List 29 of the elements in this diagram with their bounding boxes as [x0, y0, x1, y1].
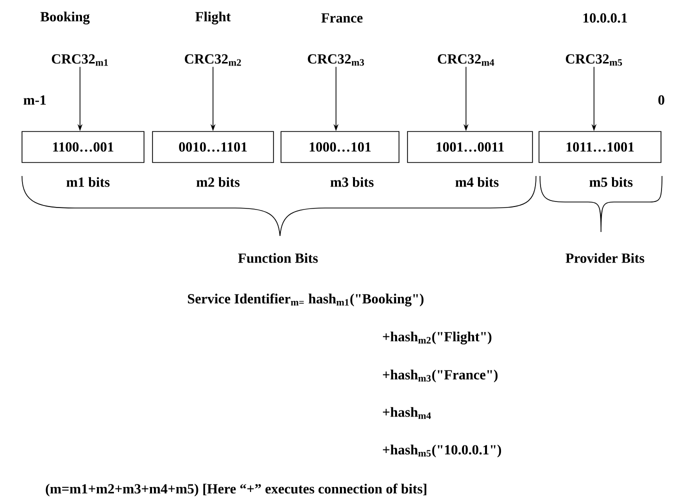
formula-line: +hash$_{m2}$("Flight") [382, 332, 492, 344]
formula-line: Service Identifier$_{m=}$ hash$_{m1}$("Booking") [188, 294, 424, 306]
formula-line: +hash$_{m5}$("10.0.0.1") [382, 444, 502, 458]
bit-width-label: m1 bits [66, 177, 110, 187]
bit-index-label: m-1 [24, 95, 46, 105]
bit-box: 1001…0011 [407, 131, 533, 163]
brace-caption: Function Bits [238, 253, 318, 263]
keyword-label: 10.0.0.1 [583, 13, 627, 23]
crc-label: CRC32$_{m2}$ [184, 54, 241, 66]
note-line: (m=m1+m2+m3+m4+m5) [Here “+” executes connection of bits] [46, 484, 426, 496]
crc-label: CRC32$_{m4}$ [438, 54, 494, 66]
bit-box: 1100…001 [22, 131, 144, 163]
crc-label: CRC32$_{m5}$ [566, 54, 622, 66]
crc-label: CRC32$_{m1}$ [52, 54, 108, 66]
bit-index-label: 0 [658, 95, 664, 105]
bit-box: 1000…101 [280, 131, 400, 163]
bit-box: 1011…1001 [538, 131, 662, 163]
bit-width-label: m2 bits [196, 177, 240, 187]
formula-line: +hash$_{m4}$ [382, 407, 431, 419]
bit-width-label: m3 bits [330, 177, 374, 187]
brace-caption: Provider Bits [566, 253, 644, 263]
bit-width-label: m4 bits [455, 177, 499, 187]
bit-box: 0010…1101 [152, 131, 274, 163]
crc-label: CRC32$_{m3}$ [308, 54, 364, 66]
keyword-label: France [321, 13, 363, 23]
bit-width-label: m5 bits [589, 177, 633, 187]
keyword-label: Booking [40, 12, 90, 24]
keyword-label: Flight [195, 12, 231, 24]
formula-line: +hash$_{m3}$("France") [382, 370, 498, 382]
